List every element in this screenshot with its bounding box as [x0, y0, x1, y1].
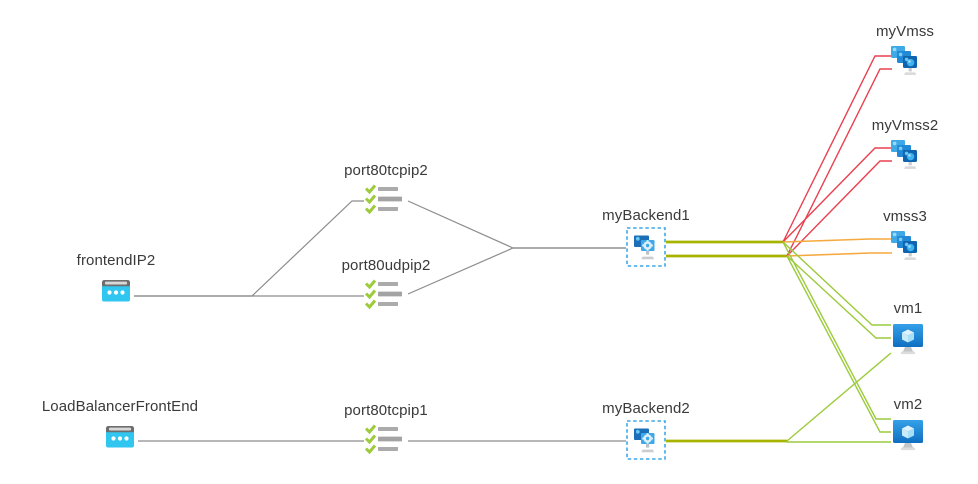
node-label: vm1	[893, 300, 923, 317]
lb-rule-icon	[364, 277, 408, 313]
node-port80tcpip1[interactable]: port80tcpip1	[316, 402, 456, 458]
vmss-icon	[887, 43, 923, 79]
edge-myBackend1-to-vmss3	[786, 252, 892, 257]
node-port80udpip2[interactable]: port80udpip2	[316, 257, 456, 313]
node-label: frontendIP2	[76, 252, 156, 269]
node-myvmss[interactable]: myVmss	[835, 23, 975, 79]
node-label: myVmss2	[871, 117, 939, 134]
frontend-ip-icon	[98, 272, 134, 308]
frontend-ip-icon	[102, 418, 138, 454]
edge-myBackend1-to-vm1	[786, 255, 891, 339]
backend-pool-icon	[626, 227, 666, 267]
node-loadbalancerfrontend[interactable]: LoadBalancerFrontEnd	[35, 398, 205, 454]
edge-myBackend1-to-myVmss2	[782, 147, 892, 243]
lb-rule-icon	[364, 182, 408, 218]
node-label: port80tcpip1	[344, 402, 428, 419]
edge-myBackend1-to-vm2	[782, 241, 891, 420]
node-label: vm2	[893, 396, 923, 413]
lb-rule-icon	[364, 422, 408, 458]
vm-icon	[890, 416, 926, 452]
edge-port80udpip2-to-myBackend1	[407, 247, 626, 295]
node-label: LoadBalancerFrontEnd	[41, 398, 199, 415]
edge-myBackend1-to-vm1	[782, 241, 891, 326]
node-vmss3[interactable]: vmss3	[835, 208, 975, 264]
edge-myBackend2-to-vm1	[786, 352, 892, 442]
node-frontendip2[interactable]: frontendIP2	[46, 252, 186, 308]
node-vm2[interactable]: vm2	[838, 396, 978, 452]
edge-myBackend1-to-myVmss	[786, 68, 892, 257]
vmss-icon	[887, 137, 923, 173]
node-vm1[interactable]: vm1	[838, 300, 978, 356]
node-label: port80tcpip2	[344, 162, 428, 179]
vmss-icon	[887, 228, 923, 264]
node-label: myBackend1	[602, 207, 690, 224]
edge-myBackend1-to-myVmss	[782, 55, 892, 243]
edge-myBackend2-to-vm2	[786, 441, 891, 443]
vm-icon	[890, 320, 926, 356]
backend-pool-icon	[626, 420, 666, 460]
node-label: myVmss	[875, 23, 935, 40]
node-port80tcpip2[interactable]: port80tcpip2	[316, 162, 456, 218]
node-mybackend1[interactable]: myBackend1	[576, 207, 716, 267]
edge-myBackend1-to-vm2	[786, 255, 891, 433]
node-label: myBackend2	[602, 400, 690, 417]
node-mybackend2[interactable]: myBackend2	[576, 400, 716, 460]
edge-myBackend1-to-myVmss2	[786, 160, 892, 257]
node-myvmss2[interactable]: myVmss2	[835, 117, 975, 173]
node-label: port80udpip2	[341, 257, 431, 274]
node-label: vmss3	[883, 208, 927, 225]
edge-myBackend1-to-vmss3	[782, 238, 892, 243]
